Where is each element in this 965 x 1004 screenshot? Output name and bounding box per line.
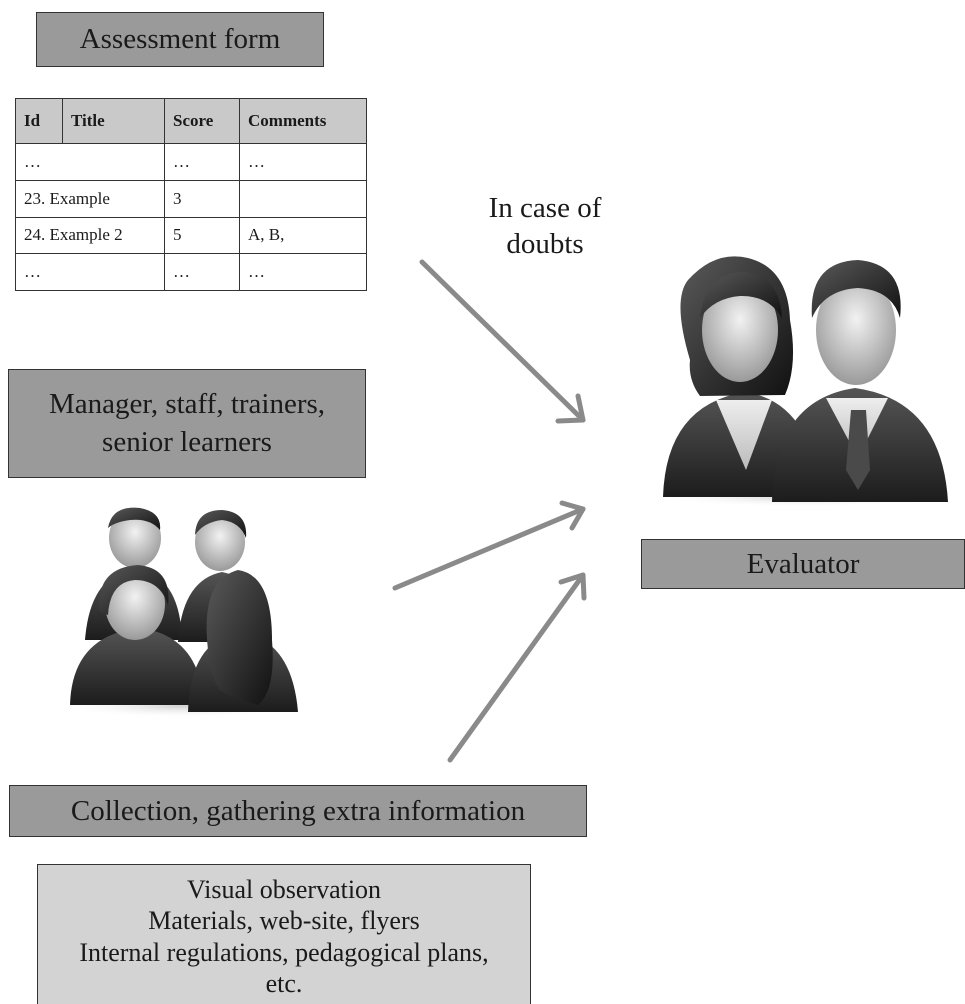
table-header-row: Id Title Score Comments bbox=[15, 98, 367, 144]
people-box: Manager, staff, trainers, senior learner… bbox=[8, 369, 366, 478]
doubts-label-line: doubts bbox=[506, 228, 584, 261]
sources-box: Visual observation Materials, web-site, … bbox=[37, 864, 531, 1004]
sources-line: Visual observation bbox=[186, 875, 382, 905]
people-arrow bbox=[392, 500, 586, 591]
collection-box-label: Collection, gathering extra information bbox=[70, 794, 526, 827]
sources-line: Materials, web-site, flyers bbox=[148, 906, 420, 936]
row-comments: … bbox=[239, 253, 367, 291]
row-item: 24. Example 2 bbox=[15, 216, 165, 255]
row-item: 23. Example bbox=[15, 179, 165, 218]
sources-line: Internal regulations, pedagogical plans, bbox=[79, 937, 489, 967]
assessment-form-title-text: Assessment form bbox=[79, 23, 281, 56]
collection-arrow bbox=[447, 572, 587, 763]
row-score: … bbox=[164, 253, 240, 291]
column-header-comments: Comments bbox=[239, 98, 367, 144]
evaluator-pair-icon bbox=[653, 256, 953, 507]
assessment-table: Id Title Score Comments … … … 23. Exampl… bbox=[15, 98, 367, 291]
column-header-id: Id bbox=[15, 98, 63, 144]
collection-box: Collection, gathering extra information bbox=[9, 785, 587, 837]
table-row: … … … bbox=[15, 253, 367, 291]
row-comments bbox=[239, 179, 367, 218]
table-row: 24. Example 2 5 A, B, bbox=[15, 216, 367, 255]
evaluator-label: Evaluator bbox=[746, 547, 860, 580]
sources-line: etc. bbox=[265, 968, 303, 998]
doubts-arrow bbox=[419, 259, 586, 424]
doubts-label: In case of doubts bbox=[450, 190, 640, 263]
table-row: 23. Example 3 bbox=[15, 179, 367, 218]
people-box-line: senior learners bbox=[102, 425, 272, 458]
assessment-form-title: Assessment form bbox=[36, 12, 324, 67]
column-header-title: Title bbox=[62, 98, 165, 144]
table-row: … … … bbox=[15, 143, 367, 181]
row-score: … bbox=[164, 143, 240, 181]
people-group-icon bbox=[60, 507, 300, 718]
doubts-label-line: In case of bbox=[488, 192, 602, 224]
evaluator-box: Evaluator bbox=[641, 539, 965, 589]
people-box-line: Manager, staff, trainers, bbox=[48, 388, 326, 421]
row-comments: A, B, bbox=[239, 216, 367, 255]
row-item: … bbox=[15, 253, 165, 291]
row-item: … bbox=[15, 143, 165, 181]
